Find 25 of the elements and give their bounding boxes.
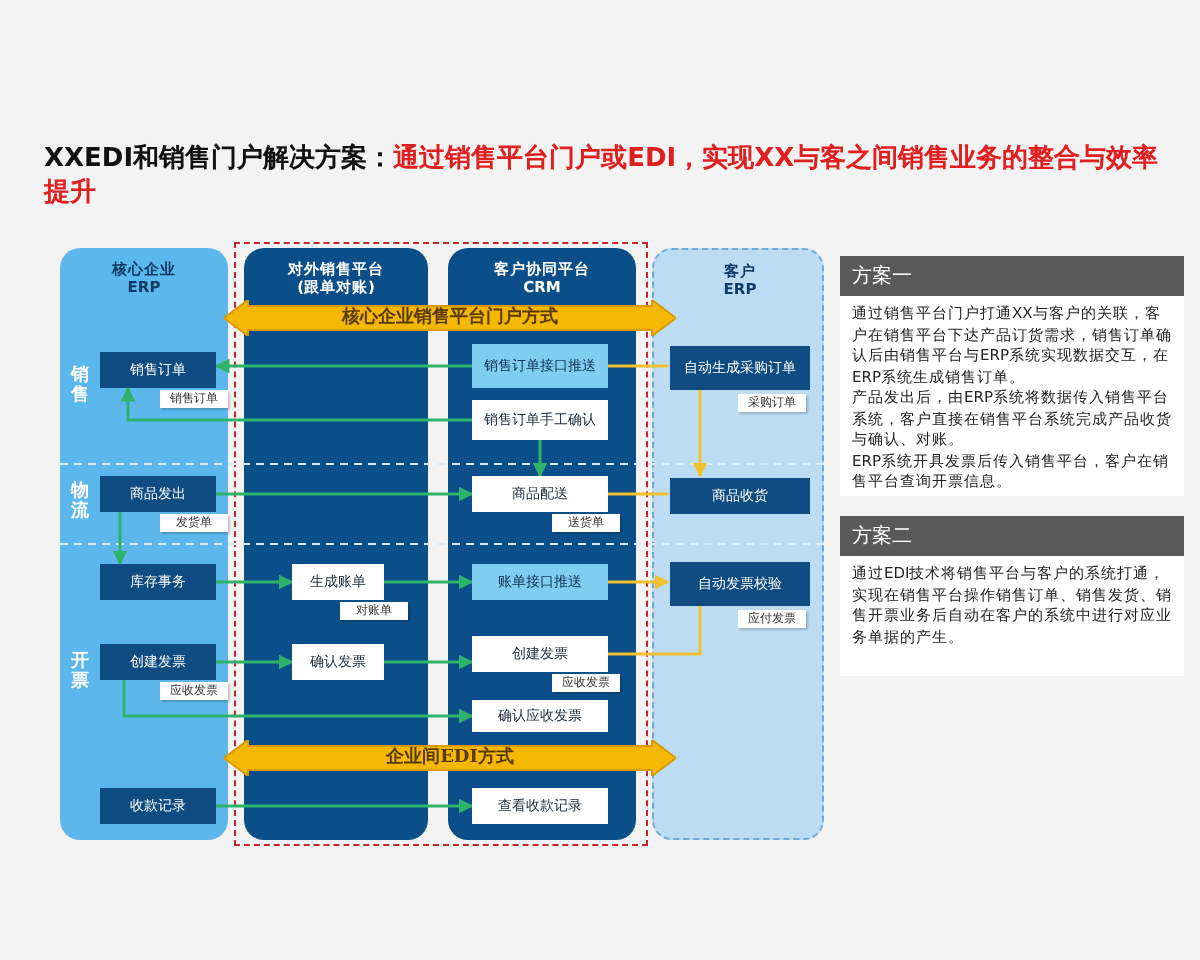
panel-heading: 方案一 (840, 256, 1184, 296)
info-panel (840, 256, 1184, 496)
row-label: 物流 (68, 479, 91, 526)
panel-heading: 方案二 (840, 516, 1184, 556)
row-label: 开票 (69, 649, 91, 696)
arrow (532, 440, 548, 478)
arrow (216, 798, 474, 814)
row-label: 销售 (68, 363, 91, 410)
swimlane (60, 248, 228, 840)
arrow (214, 358, 472, 374)
arrow (384, 574, 474, 590)
arrow (216, 486, 474, 502)
arrow (120, 386, 472, 422)
arrow (216, 654, 294, 670)
arrow (216, 574, 294, 590)
arrow (122, 680, 474, 724)
page-title: XXEDI和销售门户解决方案：通过销售平台门户或EDI，实现XX与客之间销售业务的整合与效率提升 (44, 144, 1161, 212)
swimlane (652, 248, 824, 840)
arrow (384, 654, 474, 670)
arrow (692, 388, 708, 478)
double-arrow: 企业间EDI方式 (224, 740, 676, 776)
double-arrow: 核心企业销售平台门户方式 (224, 300, 676, 336)
info-panel (840, 516, 1184, 676)
arrow (112, 512, 128, 566)
arrow (608, 574, 670, 590)
